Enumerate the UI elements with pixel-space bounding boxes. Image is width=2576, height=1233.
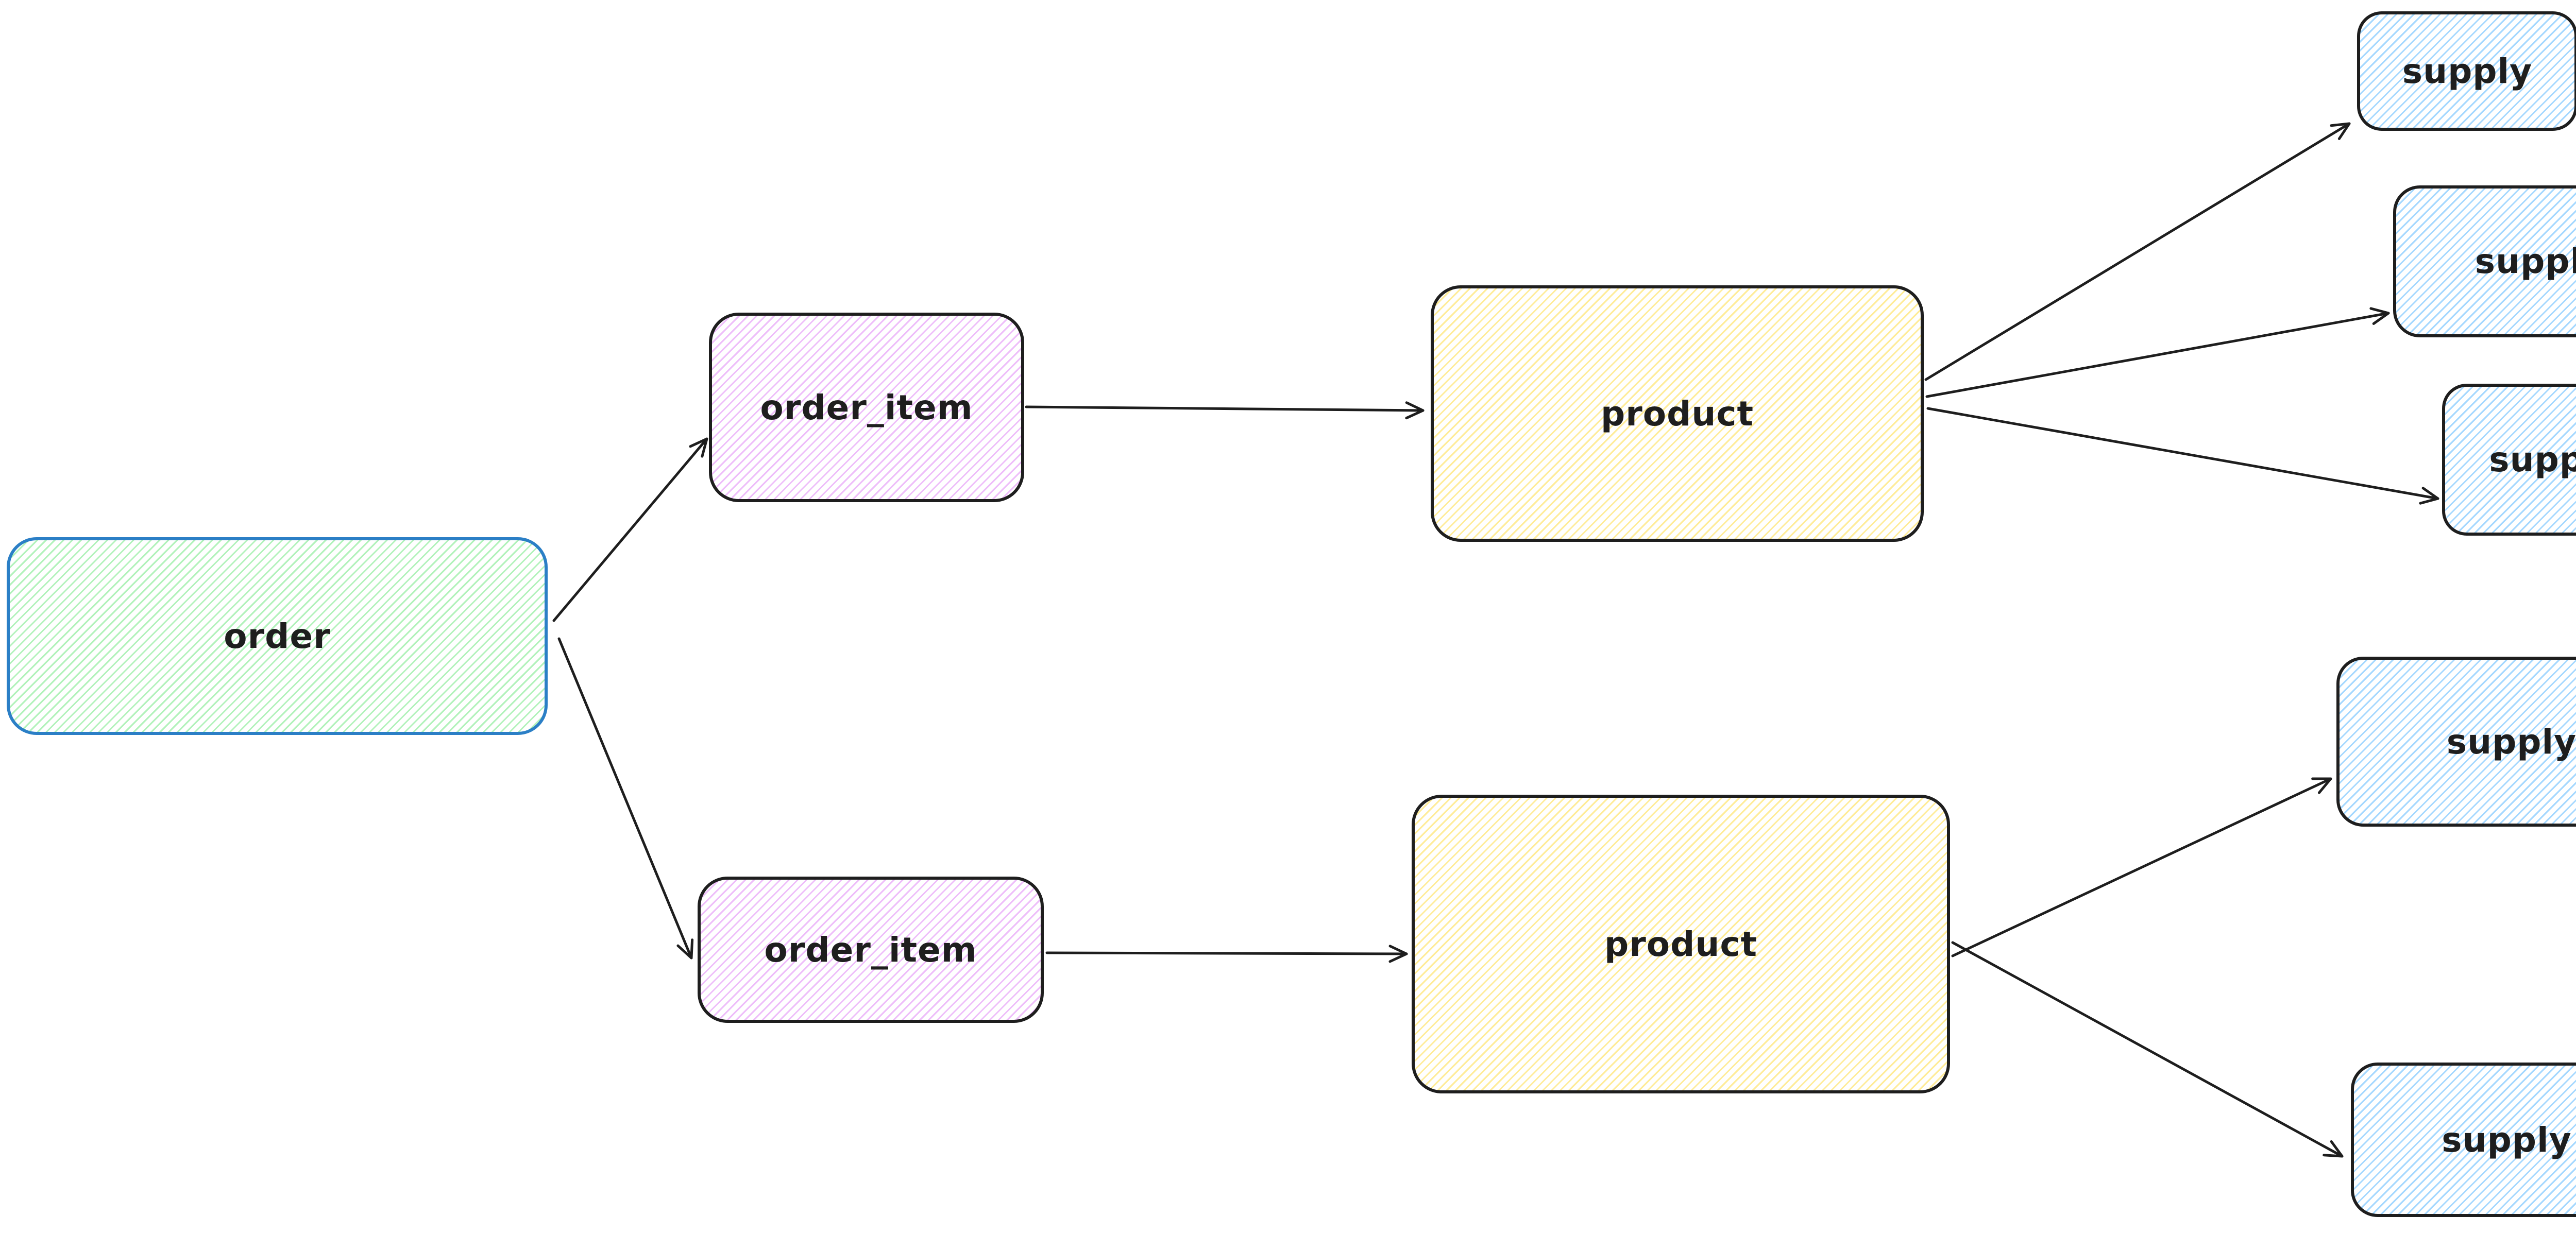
edge-order-to-order-item-bottom <box>557 637 694 960</box>
edge-product-bottom-to-supply-bottom-1 <box>1951 777 2332 957</box>
node-order-item-bottom-label: order_item <box>764 930 977 970</box>
edge-product-top-to-supply-top-2 <box>1925 307 2390 398</box>
node-product-top: product <box>1431 285 1924 542</box>
node-supply-bottom-1: supply <box>2336 657 2576 827</box>
node-supply-bottom-2: supply <box>2351 1063 2576 1217</box>
node-supply-top-2: supply <box>2393 185 2576 337</box>
edge-product-top-to-supply-top-3 <box>1926 407 2439 505</box>
edge-product-top-to-supply-top-1 <box>1924 122 2351 381</box>
node-order-label: order <box>224 616 331 656</box>
node-product-bottom: product <box>1412 795 1950 1093</box>
node-product-top-label: product <box>1600 393 1754 434</box>
node-order-item-top-label: order_item <box>760 387 973 427</box>
node-supply-bottom-1-label: supply <box>2446 722 2576 762</box>
edge-order-to-order-item-top <box>552 437 708 622</box>
edge-product-bottom-to-supply-bottom-2 <box>1951 941 2344 1158</box>
node-order: order <box>7 537 548 735</box>
edge-order-item-top-to-product-top <box>1025 401 1425 420</box>
node-supply-top-3-label: supply <box>2489 440 2576 480</box>
node-product-bottom-label: product <box>1604 924 1758 964</box>
node-supply-top-3: supply <box>2442 384 2576 536</box>
edge-order-item-bottom-to-product-bottom <box>1045 945 1408 963</box>
node-supply-top-2-label: supply <box>2475 242 2576 281</box>
node-supply-top-1: supply <box>2357 11 2576 131</box>
node-order-item-bottom: order_item <box>698 877 1044 1023</box>
node-supply-bottom-2-label: supply <box>2442 1120 2572 1160</box>
node-order-item-top: order_item <box>709 313 1024 502</box>
node-supply-top-1-label: supply <box>2402 51 2533 91</box>
